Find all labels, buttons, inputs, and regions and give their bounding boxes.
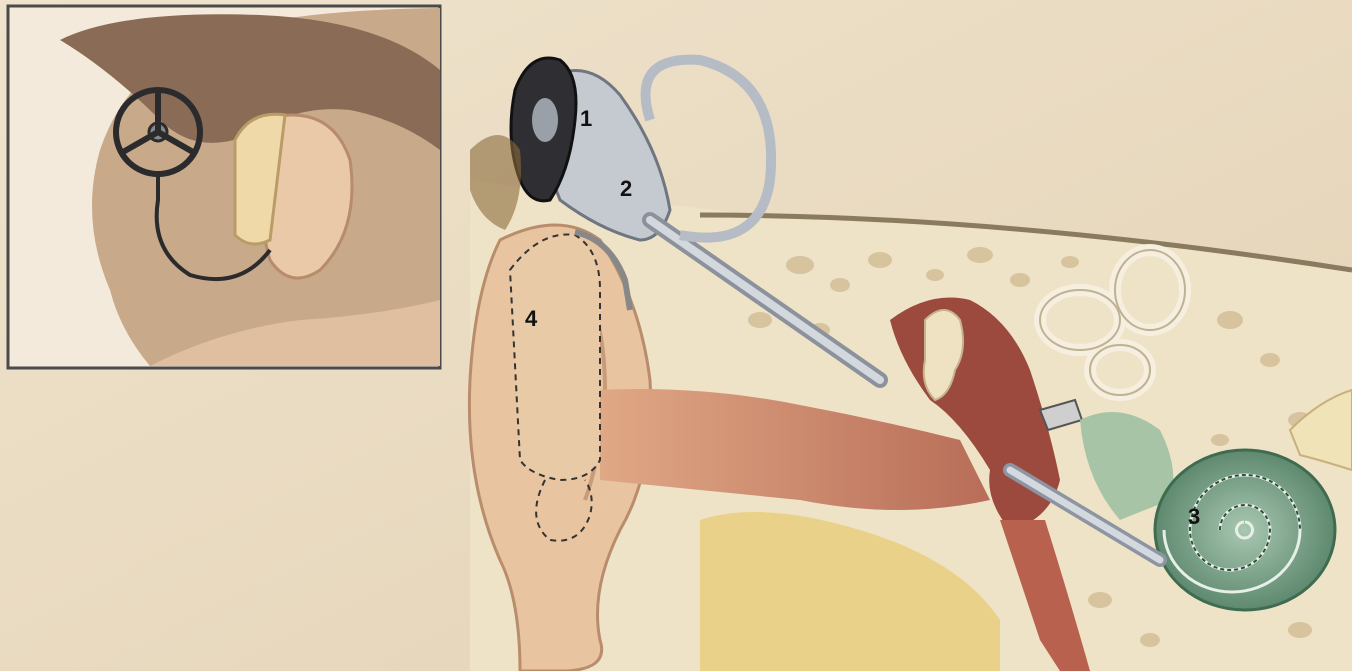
callout-2: 2 xyxy=(620,178,632,200)
inset-panel xyxy=(8,6,440,368)
callout-1: 1 xyxy=(580,108,592,130)
coil-magnet xyxy=(532,98,558,142)
callout-3: 3 xyxy=(1188,506,1200,528)
speech-processor xyxy=(510,234,600,480)
callout-4: 4 xyxy=(525,308,537,330)
